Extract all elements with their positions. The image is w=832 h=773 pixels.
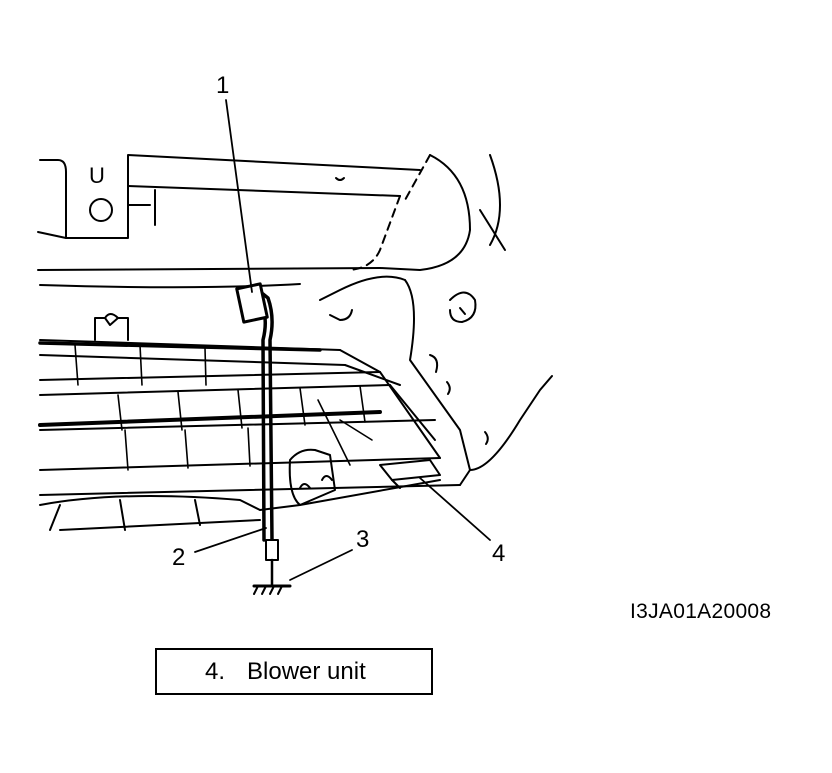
right-panel — [320, 155, 552, 470]
callout-3: 3 — [356, 526, 370, 553]
legend-number: 4. — [205, 657, 226, 685]
leader-lines — [195, 100, 490, 580]
harness-wire — [237, 284, 278, 585]
callout-4: 4 — [492, 540, 506, 567]
figure-id: I3JA01A20008 — [630, 600, 772, 623]
clip — [95, 314, 128, 340]
callout-2: 2 — [172, 544, 186, 571]
leader-4 — [420, 478, 490, 540]
leader-2 — [195, 528, 266, 552]
upper-bracket — [38, 155, 420, 238]
legend-box: 4. Blower unit — [155, 648, 433, 695]
louver-grid — [75, 345, 372, 470]
callout-1: 1 — [216, 72, 230, 99]
dark-rib — [40, 343, 320, 350]
bolt-hole — [90, 199, 112, 221]
legend-label: Blower unit — [247, 657, 366, 685]
connector — [237, 284, 268, 322]
terminal — [266, 540, 278, 560]
dark-rib — [40, 412, 380, 425]
housing-mark: U — [89, 163, 105, 188]
ground-symbol — [254, 586, 290, 594]
lower-detail — [290, 450, 440, 505]
dashed-outline — [350, 155, 430, 270]
leader-1 — [226, 100, 252, 292]
leader-3 — [290, 550, 352, 580]
